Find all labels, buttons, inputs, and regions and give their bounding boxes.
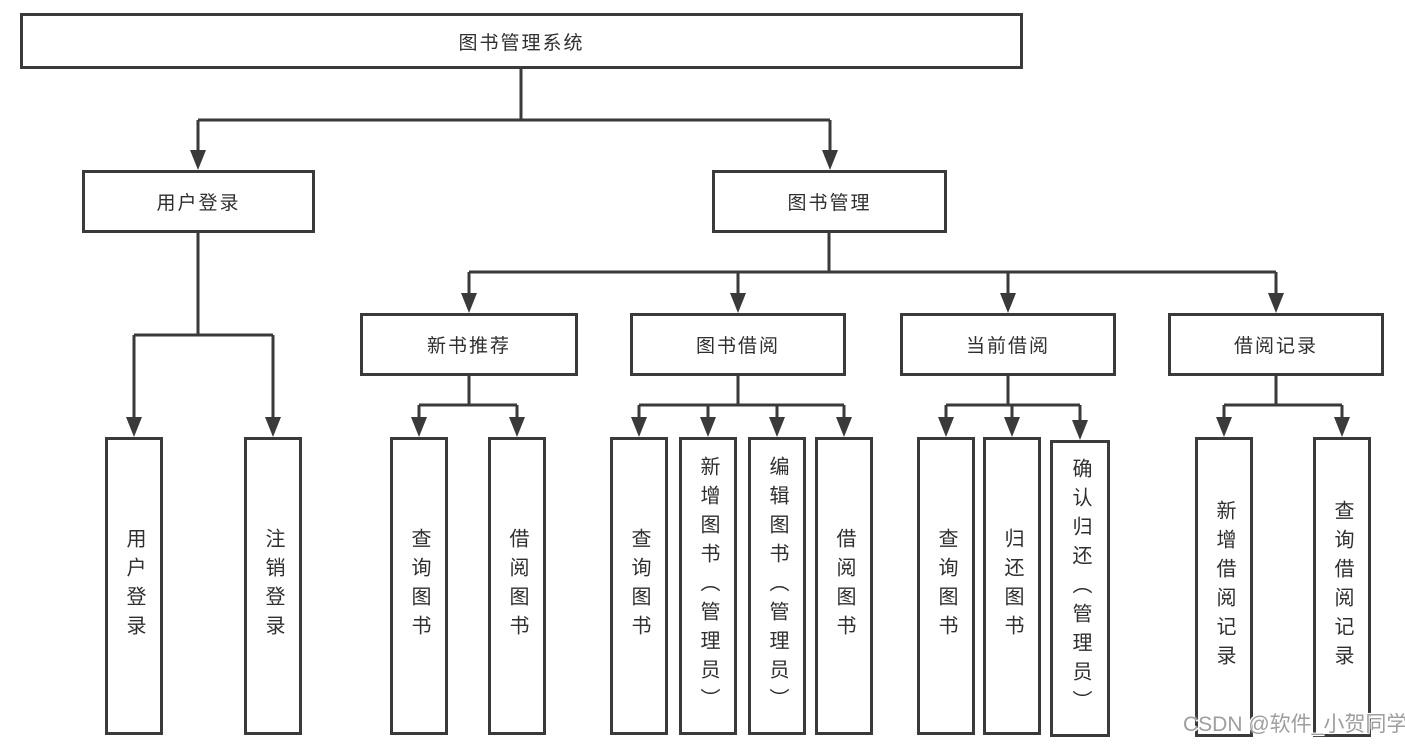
arrow-down-icon <box>631 417 647 437</box>
arrow-down-icon <box>126 417 142 437</box>
connector-current-borrow-children <box>938 376 1088 440</box>
leaf-user-login: 用户登录 <box>105 437 163 735</box>
node-label: 查询图书 <box>408 528 430 644</box>
node-label: 查询借阅记录 <box>1331 500 1353 674</box>
node-label: 借阅图书 <box>506 528 528 644</box>
node-label: 图书管理 <box>787 193 872 214</box>
node-label: 借阅图书 <box>833 528 855 644</box>
node-label: 用户登录 <box>123 528 145 644</box>
leaf-confirm-return-admin: 确认归还（管理员） <box>1050 440 1110 737</box>
leaf-return-books: 归还图书 <box>983 437 1041 735</box>
arrow-down-icon <box>265 417 281 437</box>
node-root: 图书管理系统 <box>20 13 1023 69</box>
leaf-query-books-recommend: 查询图书 <box>390 437 448 735</box>
arrow-down-icon <box>938 417 954 437</box>
leaf-query-borrow-record: 查询借阅记录 <box>1313 437 1371 737</box>
node-root-label: 图书管理系统 <box>458 32 585 54</box>
arrow-down-icon <box>509 417 525 437</box>
arrow-down-icon <box>1072 420 1088 440</box>
node-label: 新书推荐 <box>426 336 511 357</box>
node-label: 新增图书（管理员） <box>697 455 719 717</box>
arrow-down-icon <box>461 293 477 313</box>
arrow-down-icon <box>769 417 785 437</box>
arrow-down-icon <box>411 417 427 437</box>
leaf-borrow-books: 借阅图书 <box>815 437 873 735</box>
arrow-down-icon <box>190 150 206 170</box>
leaf-add-borrow-record: 新增借阅记录 <box>1195 437 1253 737</box>
connector-borrow-records-children <box>1216 376 1350 437</box>
node-label: 确认归还（管理员） <box>1069 458 1091 719</box>
node-label: 用户登录 <box>156 193 241 214</box>
leaf-add-books-admin: 新增图书（管理员） <box>679 437 737 735</box>
leaf-borrow-books-recommend: 借阅图书 <box>488 437 546 735</box>
node-borrow-records: 借阅记录 <box>1168 313 1384 376</box>
connector-user-login-children <box>126 233 281 437</box>
node-label: 编辑图书（管理员） <box>766 455 788 717</box>
arrow-down-icon <box>1000 293 1016 313</box>
arrow-down-icon <box>836 417 852 437</box>
leaf-logout: 注销登录 <box>244 437 302 735</box>
node-new-book-recommend: 新书推荐 <box>360 313 578 376</box>
connector-book-management-children <box>461 233 1284 313</box>
leaf-query-books-current: 查询图书 <box>917 437 975 735</box>
csdn-watermark: CSDN @软件_小贺同学 <box>1183 713 1405 736</box>
node-book-borrow: 图书借阅 <box>630 313 846 376</box>
node-current-borrow: 当前借阅 <box>900 313 1116 376</box>
leaf-edit-books-admin: 编辑图书（管理员） <box>748 437 806 735</box>
arrow-down-icon <box>1216 417 1232 437</box>
connector-book-borrow-children <box>631 376 852 437</box>
node-label: 注销登录 <box>262 528 284 644</box>
arrow-down-icon <box>1004 417 1020 437</box>
node-label: 借阅记录 <box>1233 336 1318 357</box>
arrow-down-icon <box>700 417 716 437</box>
connector-new-book-recommend-children <box>411 376 525 437</box>
node-label: 图书借阅 <box>695 336 780 357</box>
node-book-management: 图书管理 <box>712 170 947 233</box>
node-label: 归还图书 <box>1001 528 1023 644</box>
arrow-down-icon <box>1268 293 1284 313</box>
arrow-down-icon <box>1334 417 1350 437</box>
node-label: 查询图书 <box>935 528 957 644</box>
arrow-down-icon <box>822 150 838 170</box>
connector-root-to-level2 <box>190 69 838 170</box>
node-user-login: 用户登录 <box>82 170 315 233</box>
node-label: 查询图书 <box>628 528 650 644</box>
arrow-down-icon <box>730 293 746 313</box>
leaf-query-books-borrow: 查询图书 <box>610 437 668 735</box>
node-label: 当前借阅 <box>965 336 1050 357</box>
node-label: 新增借阅记录 <box>1213 500 1235 674</box>
